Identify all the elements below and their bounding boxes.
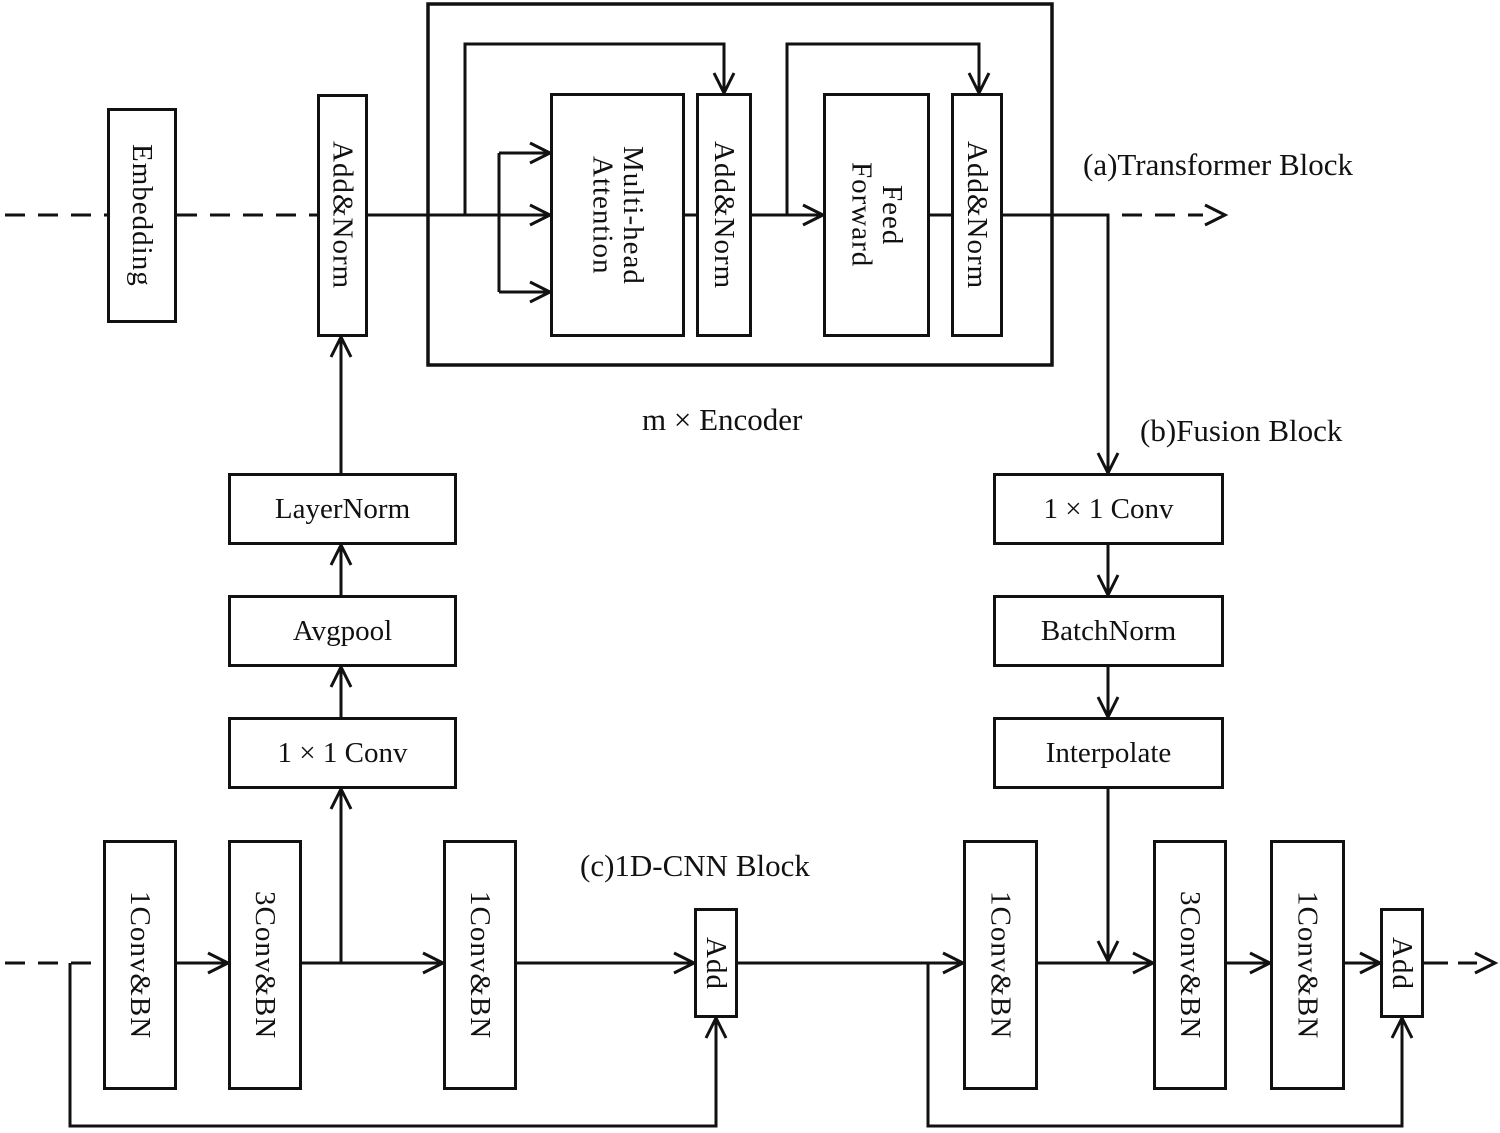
interpolate-box: Interpolate [993, 717, 1224, 789]
conv1-bn-label: 1Conv&BN [984, 890, 1017, 1040]
embedding-label: Embedding [126, 144, 159, 287]
conv3-bn-label: 3Conv&BN [1174, 890, 1207, 1040]
layer-norm-label: LayerNorm [274, 492, 411, 525]
conv1-bn-box-4: 1Conv&BN [1270, 840, 1345, 1090]
encoder-frame [426, 2, 1054, 367]
conv-1x1-label: 1 × 1 Conv [277, 736, 408, 769]
conv1-bn-label: 1Conv&BN [464, 890, 497, 1040]
add-box-2: Add [1380, 908, 1424, 1018]
conv1-bn-box-1: 1Conv&BN [103, 840, 177, 1090]
add-norm-box-ff: Add&Norm [951, 93, 1003, 337]
feed-forward-label: Feed Forward [845, 162, 908, 268]
add-norm-label: Add&Norm [326, 141, 359, 290]
layer-norm-box: LayerNorm [228, 473, 457, 545]
add-norm-box-attention: Add&Norm [696, 93, 752, 337]
caption-fusion-block: (b)Fusion Block [1140, 413, 1343, 448]
embedding-box: Embedding [107, 108, 177, 323]
conv1-bn-box-3: 1Conv&BN [963, 840, 1038, 1090]
caption-transformer-block: (a)Transformer Block [1083, 147, 1354, 182]
add-label: Add [1386, 936, 1419, 990]
avgpool-label: Avgpool [292, 614, 393, 647]
add-norm-label: Add&Norm [961, 140, 994, 290]
interpolate-label: Interpolate [1045, 736, 1172, 769]
add-label: Add [700, 936, 733, 990]
conv3-bn-box-2: 3Conv&BN [1153, 840, 1227, 1090]
caption-m-encoder: m × Encoder [642, 402, 803, 437]
batch-norm-box: BatchNorm [993, 595, 1224, 667]
add-box-1: Add [694, 908, 738, 1018]
conv1-bn-label: 1Conv&BN [124, 890, 157, 1040]
conv3-bn-label: 3Conv&BN [249, 890, 282, 1040]
conv-1x1-box-left: 1 × 1 Conv [228, 717, 457, 789]
batch-norm-label: BatchNorm [1040, 614, 1177, 647]
multi-head-attention-label: Multi-head Attention [586, 145, 649, 285]
conv-1x1-label: 1 × 1 Conv [1043, 492, 1174, 525]
conv3-bn-box-1: 3Conv&BN [228, 840, 302, 1090]
conv-1x1-box-fusion: 1 × 1 Conv [993, 473, 1224, 545]
conv1-bn-label: 1Conv&BN [1291, 890, 1324, 1040]
add-norm-box-input: Add&Norm [317, 94, 368, 337]
multi-head-attention-box: Multi-head Attention [550, 93, 685, 337]
add-norm-label: Add&Norm [708, 140, 741, 290]
avgpool-box: Avgpool [228, 595, 457, 667]
feed-forward-box: Feed Forward [823, 93, 930, 337]
conv1-bn-box-2: 1Conv&BN [443, 840, 517, 1090]
caption-1d-cnn-block: (c)1D-CNN Block [580, 848, 810, 883]
